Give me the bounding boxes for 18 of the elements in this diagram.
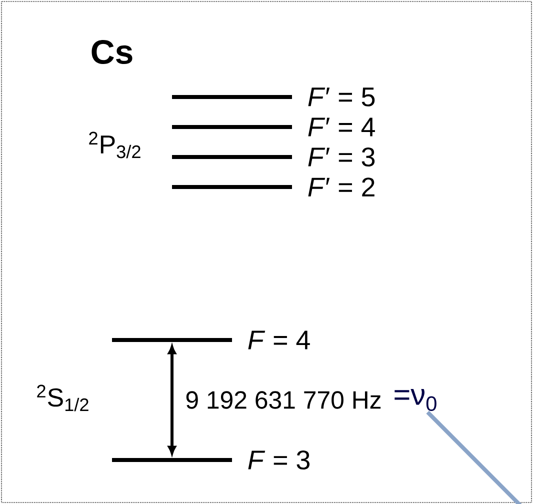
energy-level [172,185,292,189]
element-symbol: Cs [92,40,132,64]
level-label: F′ = 2 [308,178,374,196]
frequency-symbol: =ν$_{0}$ [394,388,436,412]
term-symbol: $^{2}$S$_{1/2}$ [37,384,88,412]
term-symbol: $^{2}$P$_{3/2}$ [89,132,140,158]
level-label: F = 4 [248,330,310,350]
energy-level [172,155,292,159]
level-label: F′ = 3 [308,147,375,167]
level-label: F′ = 4 [308,118,375,136]
level-label: F′ = 5 [308,88,375,106]
energy-level [172,125,292,129]
energy-level [112,458,232,462]
leader-line [426,410,522,504]
energy-level [172,95,292,99]
level-label: F = 3 [248,450,310,470]
edge-label: 9 192 631 770 Hz [184,390,383,410]
energy-level [112,338,232,342]
